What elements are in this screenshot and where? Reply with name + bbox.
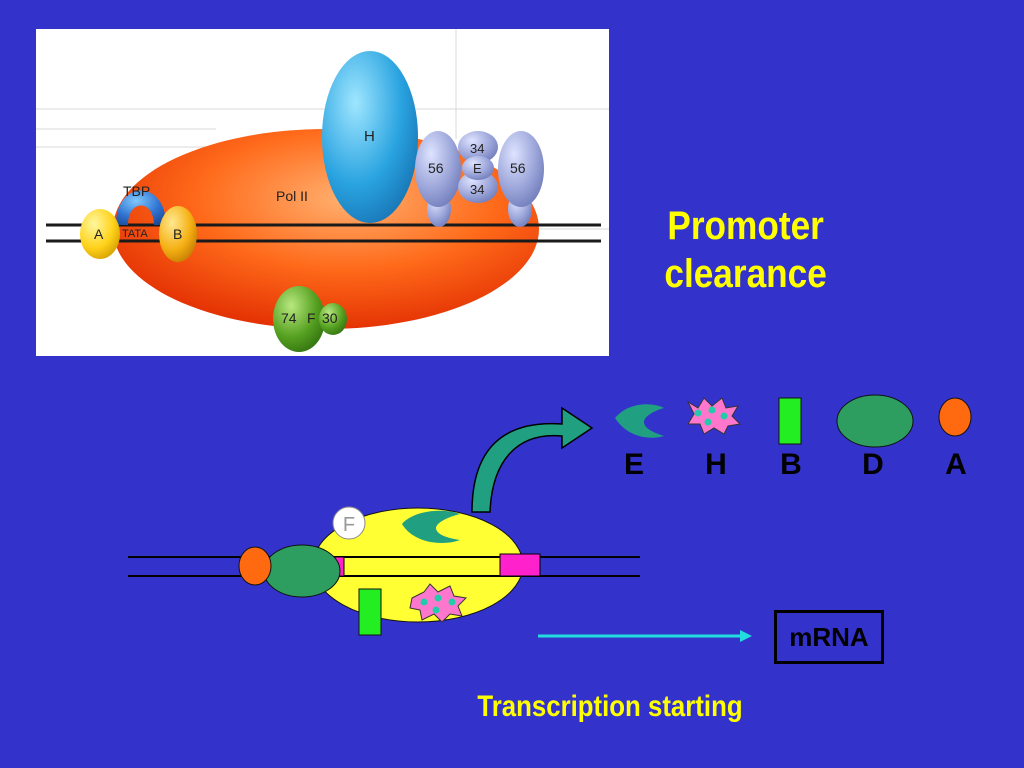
factor-e-shape	[615, 404, 664, 438]
tfiih-ellipse	[322, 51, 418, 223]
tbp-saddle	[116, 190, 166, 225]
tfiie-cluster	[415, 131, 544, 227]
transcription-arrow	[538, 630, 752, 642]
complex-rect-b	[358, 588, 382, 636]
tfiif-mid-label: F	[307, 310, 316, 326]
transcription-complex-figure: Pol II TBP TATA A B H 56 56 34 E 34 74 F…	[36, 29, 609, 356]
tfiie-label: E	[473, 161, 482, 176]
tfiif-cluster	[273, 286, 347, 352]
tfiie-subunit-top-label: 34	[470, 141, 484, 156]
factor-a-shape	[938, 397, 972, 437]
tfiia-ellipse	[80, 209, 120, 259]
tfiib-ellipse	[159, 206, 197, 262]
tbp-label: TBP	[123, 183, 150, 199]
tfiif-large-label: 74	[281, 310, 297, 326]
complex-oval-d	[263, 544, 341, 598]
factor-label-a: A	[945, 448, 967, 481]
pol-ii-label: Pol II	[276, 188, 308, 204]
title-line-1: Promoter	[667, 204, 824, 248]
mrna-label: mRNA	[789, 621, 869, 652]
tfiif-small-label: 30	[322, 310, 338, 326]
tfiie-side-right-label: 56	[510, 160, 526, 176]
factor-label-e: E	[623, 448, 644, 481]
tfiie-subunit-bottom-label: 34	[470, 182, 484, 197]
background-table-residue	[36, 29, 609, 230]
dna-strands	[46, 223, 601, 243]
promoter-box-right	[499, 553, 541, 577]
factor-f-circle	[332, 506, 366, 540]
factor-d-shape	[836, 394, 914, 448]
factor-label-h: H	[705, 448, 727, 481]
tfiie-side-left-label: 56	[428, 160, 444, 176]
clearance-schematic: F	[128, 394, 972, 642]
complex-crescent-e	[402, 510, 460, 543]
transcription-caption: Transcription starting	[477, 690, 743, 723]
tata-label: TATA	[122, 228, 148, 240]
factor-label-d: D	[862, 448, 884, 481]
slide-title: Promoter clearance	[640, 202, 851, 298]
release-curved-arrow	[471, 406, 594, 513]
title-line-2: clearance	[664, 252, 827, 296]
tfiia-label: A	[94, 226, 104, 242]
tfiih-label: H	[364, 128, 375, 145]
factor-h-shape	[686, 397, 742, 435]
complex-star-h	[409, 583, 468, 623]
mrna-box: mRNA	[774, 610, 884, 664]
factor-b-shape	[778, 397, 802, 445]
factor-f-label: F	[343, 514, 355, 536]
factor-label-b: B	[780, 448, 802, 481]
complex-circle-a	[238, 546, 272, 586]
tfiib-label: B	[173, 226, 182, 242]
